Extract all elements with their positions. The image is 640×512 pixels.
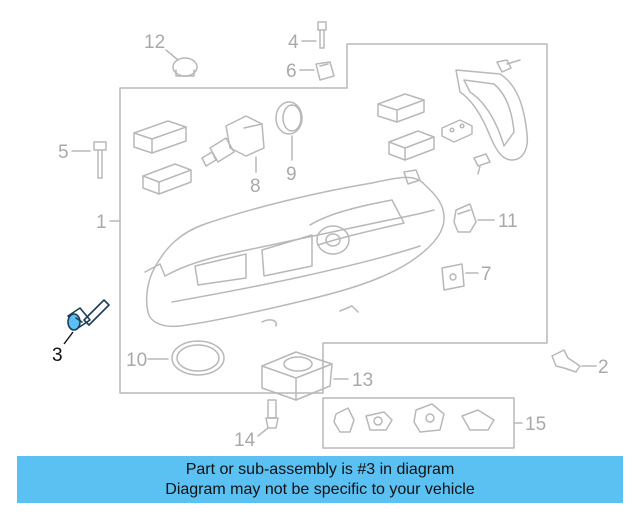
bolt-5 — [93, 141, 107, 179]
info-banner: Part or sub-assembly is #3 in diagram Di… — [17, 456, 623, 503]
kit-parts-15 — [333, 403, 495, 433]
headlamp-assembly — [144, 169, 445, 328]
callout-12: 12 — [144, 32, 165, 53]
callout-5: 5 — [58, 142, 69, 163]
control-module-13 — [261, 351, 333, 401]
ring-10 — [171, 340, 225, 376]
cap-12 — [172, 57, 198, 77]
bracket-7 — [441, 263, 465, 291]
banner-line-1: Part or sub-assembly is #3 in diagram — [185, 461, 455, 478]
callout-2: 2 — [598, 357, 609, 378]
callout-7: 7 — [481, 264, 492, 285]
callout-9: 9 — [286, 164, 297, 185]
assembly-frame — [119, 43, 548, 394]
leader-lines — [63, 40, 597, 437]
actuator-11 — [453, 203, 477, 233]
seal-ring — [275, 101, 303, 135]
callout-15: 15 — [525, 414, 546, 435]
callout-14: 14 — [234, 430, 256, 451]
callout-3: 3 — [52, 345, 63, 366]
bulb-socket — [201, 115, 265, 167]
callout-4: 4 — [288, 32, 299, 53]
bulb-14 — [265, 399, 279, 429]
clip-6 — [315, 61, 335, 81]
banner-line-2: Diagram may not be specific to your vehi… — [165, 481, 475, 498]
bolt-3-highlighted[interactable] — [67, 299, 110, 331]
callout-6: 6 — [286, 61, 297, 82]
bolt-2 — [551, 349, 581, 373]
callout-1: 1 — [96, 212, 107, 233]
callout-13: 13 — [352, 370, 373, 391]
callout-11: 11 — [498, 211, 518, 232]
connector-right — [377, 93, 473, 161]
connector-module — [133, 120, 192, 195]
callout-8: 8 — [250, 176, 261, 197]
small-screw — [473, 153, 491, 175]
housing-bracket — [455, 59, 529, 161]
screw-4 — [317, 21, 327, 49]
callout-10: 10 — [126, 350, 147, 371]
kit-frame-15 — [322, 397, 515, 449]
